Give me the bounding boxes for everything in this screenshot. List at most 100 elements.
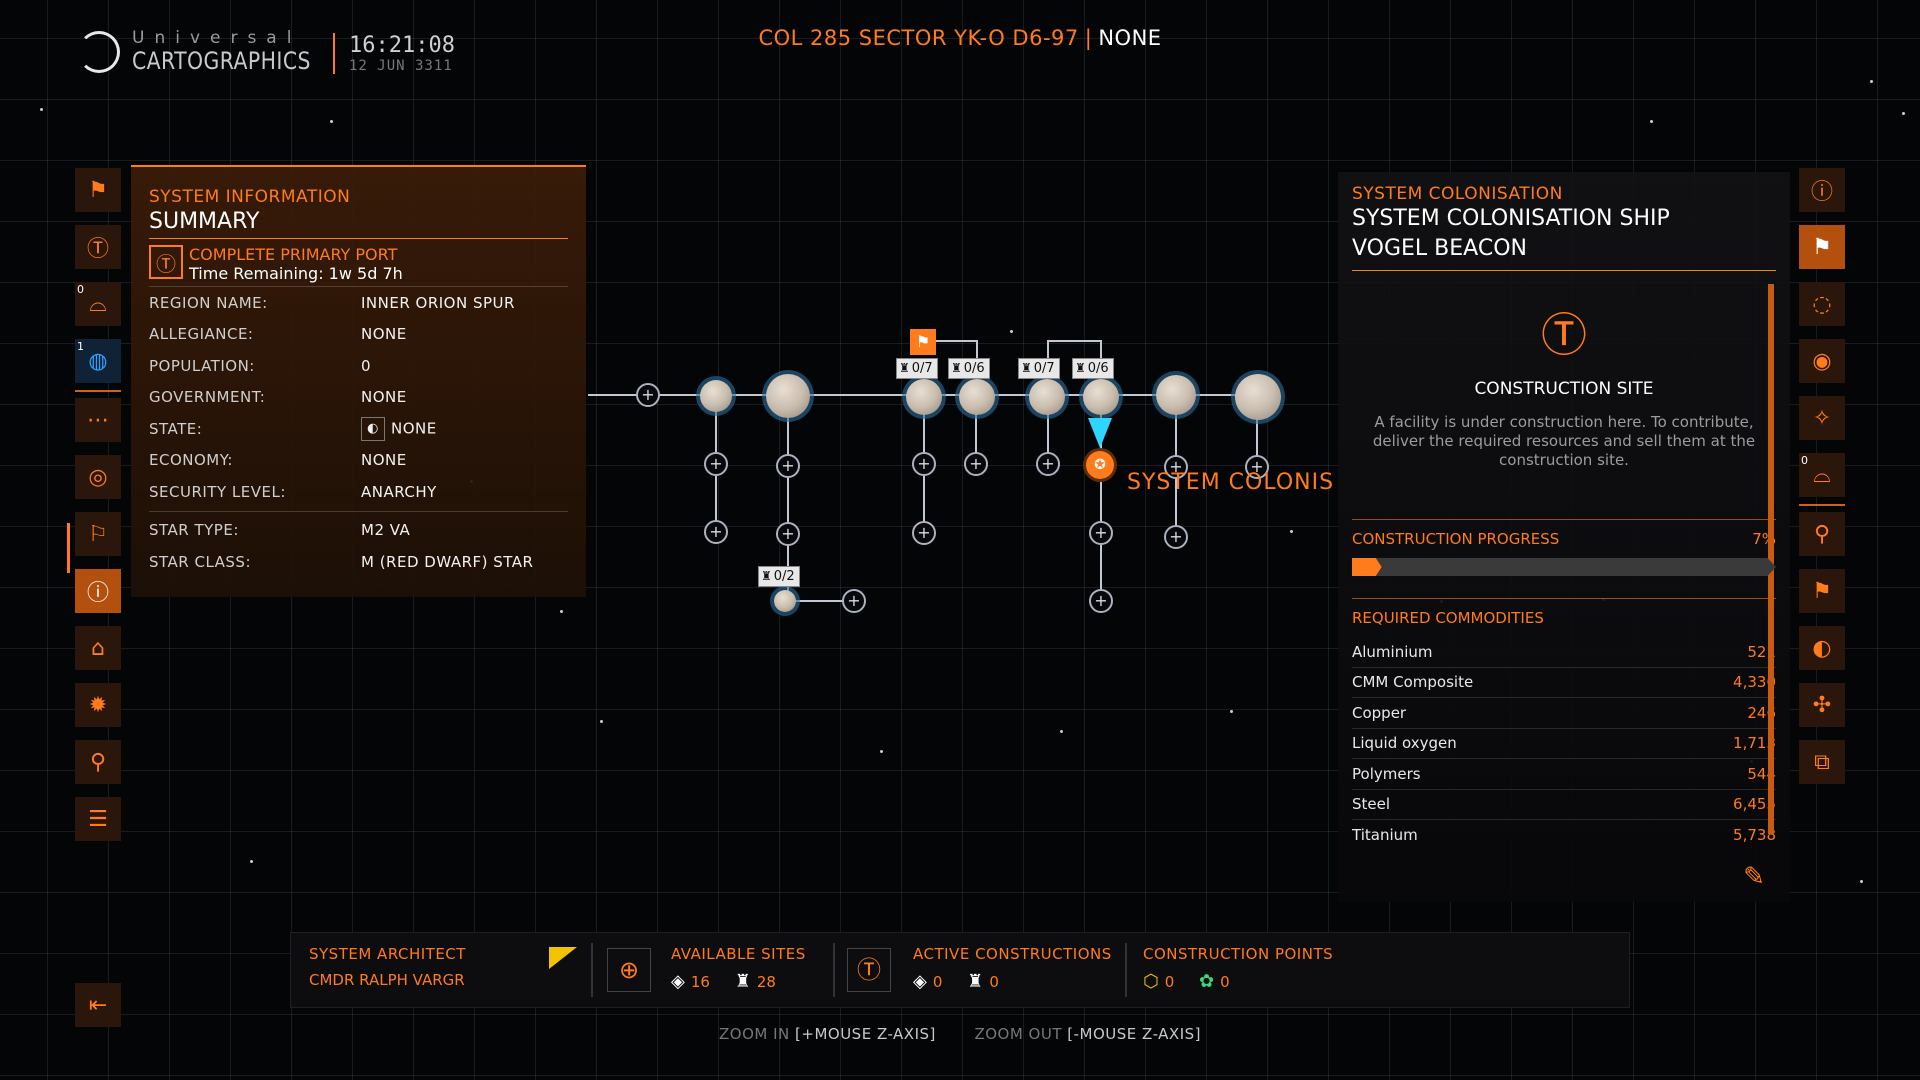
sidebar-button-list[interactable]: ☰ — [75, 797, 121, 841]
sidebar-button-scan[interactable]: ◌ — [1799, 282, 1845, 326]
exit-icon: ⇤ — [88, 992, 108, 1018]
sidebar-button-network[interactable]: ✣ — [1799, 683, 1845, 727]
info-key: STAR CLASS: — [149, 552, 252, 571]
sidebar-button-orbit[interactable]: ◉ — [1799, 339, 1845, 383]
sidebar-button-info[interactable]: ⓘ — [75, 569, 121, 613]
commodity-name: Steel — [1352, 795, 1391, 814]
add-site-button[interactable]: + — [1164, 525, 1188, 549]
planet-body[interactable] — [700, 380, 732, 412]
clock-date: 12 JUN 3311 — [349, 58, 453, 74]
add-site-button[interactable]: + — [776, 522, 800, 546]
logo-line1: Universal — [132, 28, 302, 48]
sidebar-button-planet-landing[interactable]: ⌓0 — [75, 282, 121, 326]
add-site-button[interactable]: + — [1089, 589, 1113, 613]
slot-badge: ♜0/6 — [1072, 358, 1114, 379]
planet-body[interactable] — [1156, 375, 1196, 415]
cargo-manifest-icon[interactable]: ✎ — [1743, 862, 1765, 892]
add-site-button[interactable]: + — [636, 383, 660, 407]
divider — [591, 943, 593, 997]
construction-icon: Ⓣ — [149, 245, 183, 279]
commodity-row[interactable]: Steel 6,455 — [1352, 790, 1776, 820]
planet-body[interactable] — [766, 374, 810, 418]
commodity-quantity: 6,455 — [1733, 795, 1776, 814]
add-site-button[interactable]: + — [1036, 452, 1060, 476]
star-dot — [1870, 80, 1873, 83]
sidebar-button-globe[interactable]: ◍1 — [75, 339, 121, 383]
colonisation-flag-icon: ⚐ — [88, 521, 108, 547]
active-orbital-count: 0 — [932, 972, 943, 991]
add-site-button[interactable]: + — [1164, 455, 1188, 479]
colonisation-ship-icon[interactable]: ✪ — [1086, 451, 1114, 479]
sidebar-button-target[interactable]: ◎ — [75, 455, 121, 499]
add-site-button[interactable]: + — [912, 521, 936, 545]
bookmark-icon: ⚑ — [88, 177, 108, 203]
sidebar-button-satellite[interactable]: ✧ — [1799, 396, 1845, 440]
add-site-button[interactable]: + — [1245, 455, 1269, 479]
sidebar-button-system-info[interactable]: ⓘ — [1799, 168, 1845, 212]
scrollbar[interactable] — [1768, 284, 1774, 834]
planet-body[interactable] — [1235, 374, 1281, 420]
star-dot — [1650, 120, 1653, 123]
branch-line — [1047, 395, 1049, 465]
sidebar-button-bookmark[interactable]: ⚑ — [1799, 569, 1845, 613]
commodity-name: CMM Composite — [1352, 673, 1474, 692]
sidebar-button-overlay[interactable]: ⧉ — [1799, 740, 1845, 784]
info-key: ECONOMY: — [149, 451, 233, 470]
sidebar-button-settings[interactable]: ✹ — [75, 683, 121, 727]
add-site-button[interactable]: + — [1089, 521, 1113, 545]
clock: 16:21:08 12 JUN 3311 — [333, 33, 455, 74]
info-value: ◐NONE — [361, 416, 437, 441]
star-dot — [1060, 730, 1063, 733]
sidebar-button-government[interactable]: ⌂ — [75, 626, 121, 670]
sidebar-button-construction[interactable]: Ⓣ — [75, 225, 121, 269]
divider — [1125, 943, 1127, 997]
sidebar-badge: 1 — [77, 340, 84, 353]
moon-body[interactable] — [774, 590, 796, 612]
zoom-out-label: ZOOM OUT — [974, 1025, 1063, 1043]
planet-body[interactable] — [1029, 379, 1065, 415]
clock-time: 16:21:08 — [349, 33, 455, 58]
sidebar-button-marker-pin[interactable]: ⚲ — [1799, 512, 1845, 556]
sidebar-button-planet-landing[interactable]: ⌓0 — [1799, 453, 1845, 497]
sidebar-button-moon[interactable]: ◐ — [1799, 626, 1845, 670]
sidebar-button-bookmark[interactable]: ⚑ — [75, 168, 121, 212]
star-dot — [40, 108, 43, 111]
add-site-button[interactable]: + — [776, 454, 800, 478]
active-tab-indicator — [67, 523, 70, 573]
sidebar-button-colonisation-flag[interactable]: ⚐ — [75, 512, 121, 556]
colonisation-summary-bar: SYSTEM ARCHITECT CMDR RALPH VARGR ⊕ AVAI… — [290, 932, 1630, 1008]
required-commodities-header: REQUIRED COMMODITIES — [1352, 598, 1776, 637]
planet-body-selected[interactable] — [1083, 379, 1119, 415]
sidebar-badge: 0 — [77, 283, 84, 296]
sidebar-separator — [75, 390, 121, 392]
planet-body[interactable] — [906, 379, 942, 415]
planet-body[interactable] — [959, 379, 995, 415]
sidebar-button-route[interactable]: ⋯ — [75, 398, 121, 442]
sidebar-button-location-pin[interactable]: ⚲ — [75, 740, 121, 784]
branch-line — [787, 395, 789, 603]
add-site-button[interactable]: + — [912, 452, 936, 476]
add-site-button[interactable]: + — [704, 520, 728, 544]
globe-icon: ◍ — [88, 348, 108, 374]
exit-button[interactable]: ⇤ — [75, 983, 121, 1027]
sidebar-button-colonisation-flag[interactable]: ⚑ — [1799, 225, 1845, 269]
add-site-button[interactable]: + — [842, 589, 866, 613]
info-value: M (RED DWARF) STAR — [361, 552, 534, 571]
panel-subtitle: SYSTEM INFORMATION — [149, 187, 351, 207]
add-site-button[interactable]: + — [704, 452, 728, 476]
primary-port-flag-icon: ⚑ — [910, 329, 936, 355]
slot-badge: ♜0/6 — [948, 358, 990, 379]
add-site-button[interactable]: + — [964, 452, 988, 476]
commodity-name: Copper — [1352, 703, 1407, 722]
info-key: GOVERNMENT: — [149, 388, 266, 407]
primary-port-status[interactable]: Ⓣ COMPLETE PRIMARY PORT Time Remaining: … — [149, 245, 568, 287]
